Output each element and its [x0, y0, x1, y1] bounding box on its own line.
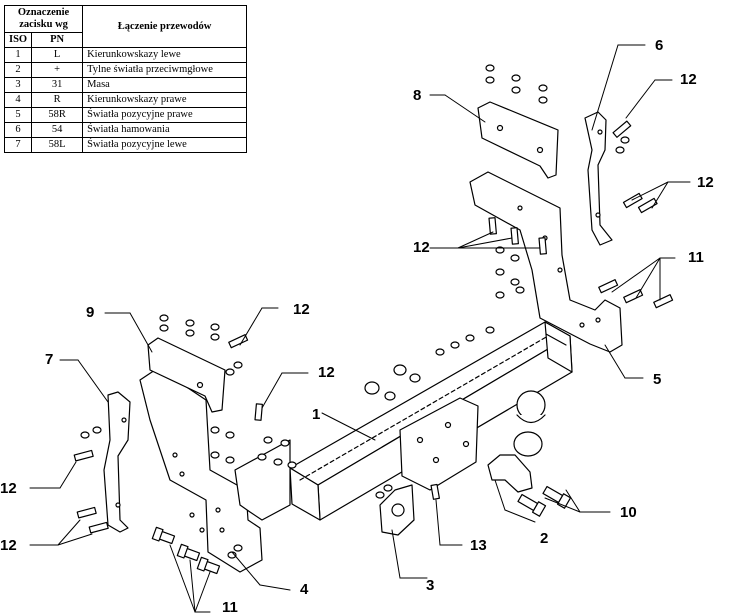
- callout-9: 9: [86, 304, 94, 321]
- callout-1: 1: [312, 406, 320, 423]
- bolt-set: [73, 120, 674, 575]
- wiring-legend-table: Oznaczenie zacisku wg Łączenie przewodów…: [3, 5, 248, 153]
- leader-lines: [29, 44, 691, 613]
- callout-3: 3: [426, 577, 434, 594]
- left-clamp-plate-part: [147, 337, 226, 413]
- callout-7: 7: [45, 351, 53, 368]
- center-mount-bracket-part: [399, 397, 479, 491]
- legend-iso: 4: [3, 92, 33, 108]
- callout-12-right-top: 12: [680, 71, 697, 88]
- tow-ball-part: [487, 390, 546, 493]
- callout-8: 8: [413, 87, 421, 104]
- right-clamp-plate-part: [477, 101, 559, 179]
- callout-labels: 1 2 3 4 5 6 7 8 9 10 11 11 12 12 12 12 1…: [0, 37, 714, 615]
- callout-12-left-lower: 12: [0, 537, 17, 554]
- callout-12-left-mid: 12: [318, 364, 335, 381]
- legend-header-desc: Łączenie przewodów: [82, 5, 248, 48]
- callout-4: 4: [300, 581, 309, 598]
- legend-header-group-line2: zacisku wg: [19, 19, 68, 30]
- legend-iso: 1: [3, 47, 33, 63]
- callout-12-right-mid: 12: [697, 174, 714, 191]
- right-bracket-part: [469, 171, 623, 353]
- legend-desc: Światła pozycyjne lewe: [82, 137, 248, 153]
- legend-header-group: Oznaczenie zacisku wg: [3, 5, 84, 33]
- legend-header-group-line1: Oznaczenie: [17, 7, 70, 18]
- nut-washer-set: [80, 64, 630, 559]
- callout-11-bottom: 11: [222, 599, 238, 615]
- callout-5: 5: [653, 371, 661, 388]
- right-side-plate-part: [584, 111, 613, 246]
- callout-13: 13: [470, 537, 487, 554]
- legend-pn: 58L: [31, 137, 84, 153]
- callout-2: 2: [540, 530, 548, 547]
- electric-socket-plate-part: [379, 484, 415, 536]
- left-side-plate-part: [103, 391, 131, 533]
- callout-10: 10: [620, 504, 637, 521]
- callout-12-center: 12: [413, 239, 430, 256]
- callout-12-left-top: 12: [293, 301, 310, 318]
- callout-11-right: 11: [688, 249, 704, 266]
- legend-iso: 7: [3, 137, 33, 153]
- callout-12-left-upper: 12: [0, 480, 17, 497]
- callout-6: 6: [655, 37, 663, 54]
